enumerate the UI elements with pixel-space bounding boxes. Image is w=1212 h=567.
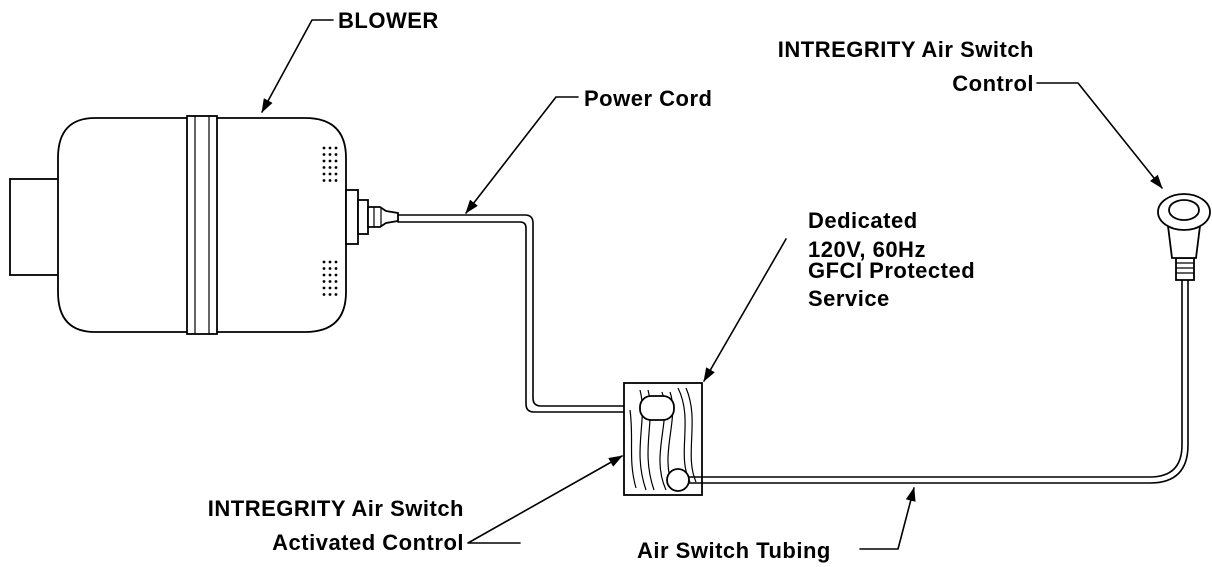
label-service-line2: 120V, 60Hz xyxy=(808,237,926,262)
label-blower: BLOWER xyxy=(338,8,439,33)
label-switch-control-line2: Control xyxy=(952,71,1034,96)
label-tubing: Air Switch Tubing xyxy=(637,538,831,563)
button-nut xyxy=(1175,257,1195,281)
label-activated-control-line1: INTREGRITY Air Switch xyxy=(208,496,464,521)
leader-service xyxy=(703,238,787,382)
label-activated-control-line2: Activated Control xyxy=(272,530,464,555)
label-switch-control-line1: INTREGRITY Air Switch xyxy=(778,37,1034,62)
air-switch-control-box xyxy=(623,382,703,496)
leader-switch-control xyxy=(1036,82,1163,189)
vent-dots-top xyxy=(322,146,338,182)
blower-unit xyxy=(9,115,399,335)
leader-power-cord xyxy=(465,96,579,214)
power-cord xyxy=(397,214,641,413)
blower-inlet xyxy=(9,178,63,276)
cord-strain-relief xyxy=(367,206,399,228)
label-service-line3: GFCI Protected xyxy=(808,258,975,283)
leader-activated-control xyxy=(467,455,623,544)
label-power-cord: Power Cord xyxy=(584,86,712,111)
label-service-line1: Dedicated xyxy=(808,208,918,233)
leader-blower xyxy=(261,19,334,113)
vent-dots-bottom xyxy=(322,260,338,296)
blower-band xyxy=(186,115,218,335)
air-switch-fitting xyxy=(666,468,690,492)
button-cap xyxy=(1168,199,1200,221)
leaders xyxy=(261,19,1163,550)
blower-motor-cap xyxy=(345,189,359,245)
cord-connector xyxy=(639,395,675,421)
label-service-line4: Service xyxy=(808,286,890,311)
air-switch-button xyxy=(1157,193,1211,281)
air-switch-tubing xyxy=(688,279,1189,484)
leader-tubing xyxy=(859,487,916,550)
